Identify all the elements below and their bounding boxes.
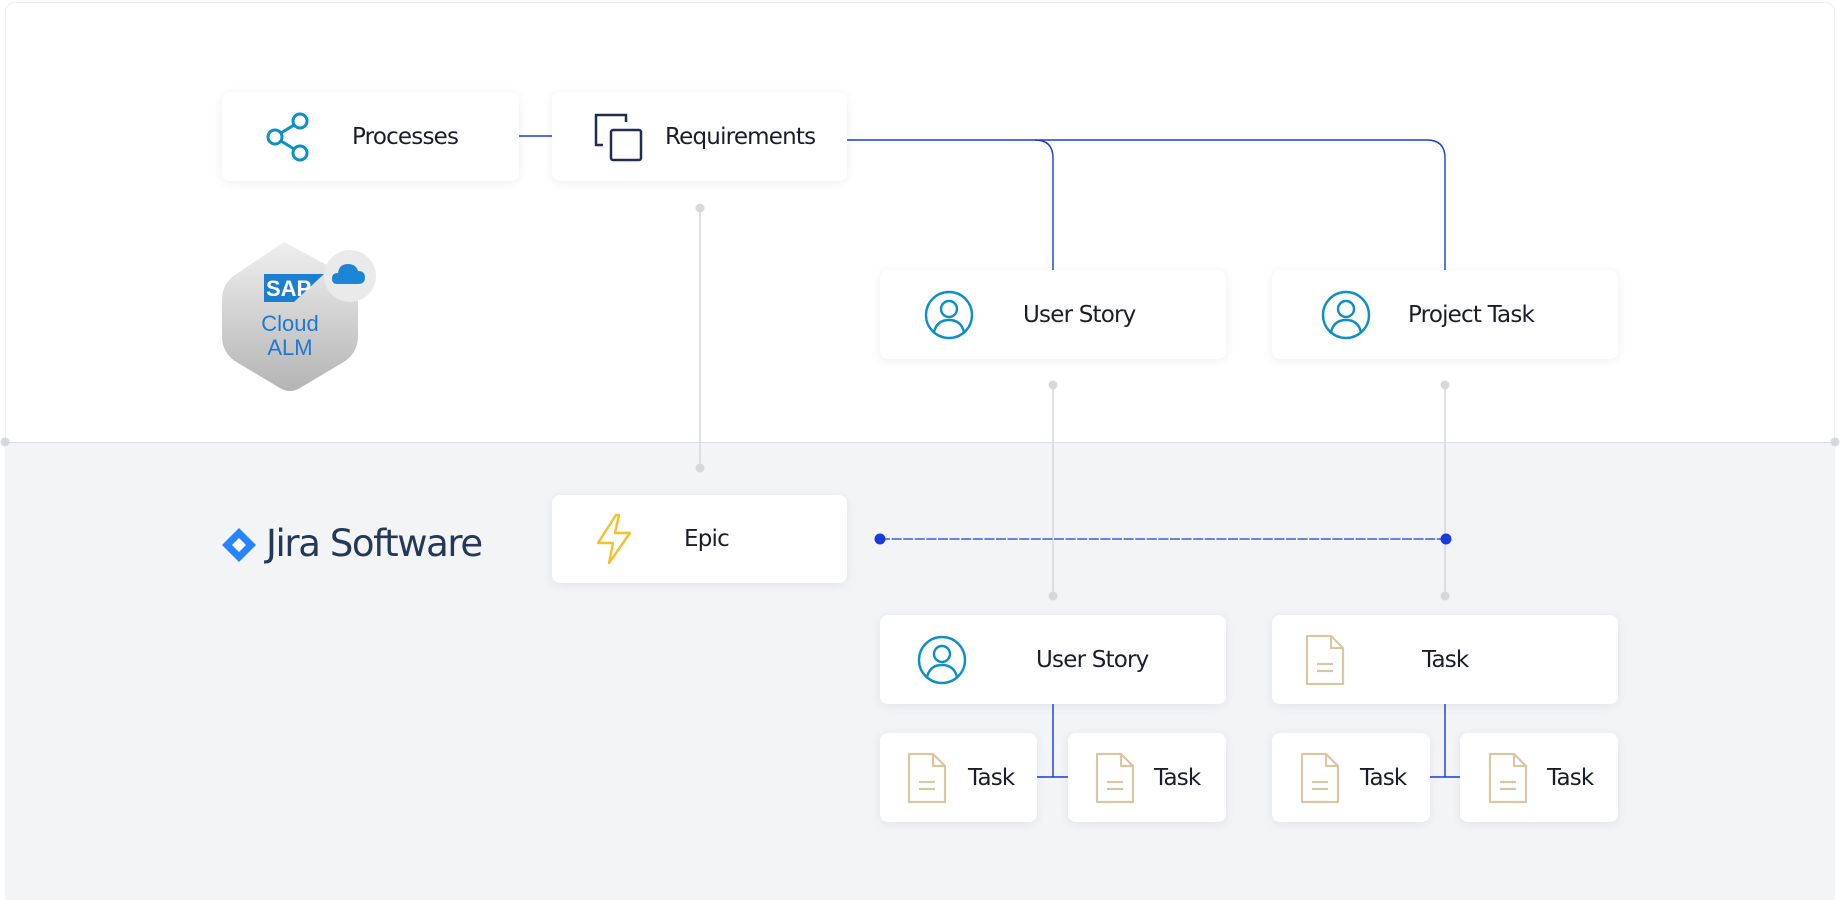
lightning-icon bbox=[596, 513, 632, 565]
divider-handle-right bbox=[1830, 437, 1840, 447]
link-endpoint bbox=[1440, 591, 1450, 601]
processes-label: Processes bbox=[352, 123, 459, 150]
subtask-label: Task bbox=[1360, 764, 1407, 791]
sap-logo-text: SAP bbox=[266, 276, 311, 301]
user-icon bbox=[924, 290, 974, 339]
share-icon bbox=[266, 112, 309, 161]
jira-task-card[interactable]: Task bbox=[1272, 615, 1618, 704]
user-icon bbox=[1321, 290, 1371, 339]
subtask-label: Task bbox=[1154, 764, 1201, 791]
processes-card[interactable]: Processes bbox=[222, 92, 519, 181]
document-icon bbox=[907, 752, 947, 803]
jira-title: Jira Software bbox=[266, 522, 483, 565]
link-endpoint bbox=[1048, 591, 1058, 601]
connector-dot bbox=[874, 533, 886, 545]
epic-card[interactable]: Epic bbox=[552, 495, 847, 583]
jira-user-story-card[interactable]: User Story bbox=[880, 615, 1226, 704]
requirements-user-story-connector bbox=[832, 139, 1054, 277]
document-icon bbox=[1305, 634, 1345, 685]
document-icon bbox=[1300, 752, 1340, 803]
cloud-icon bbox=[332, 264, 365, 284]
sap-badge-graphic: SAP bbox=[222, 242, 376, 391]
subtask-label: Task bbox=[968, 764, 1015, 791]
subtask-card[interactable]: Task bbox=[1068, 733, 1226, 822]
jira-task-label: Task bbox=[1422, 646, 1469, 673]
user-story-subtasks-connector bbox=[1031, 694, 1074, 778]
subtask-card[interactable]: Task bbox=[1460, 733, 1618, 822]
subtask-card[interactable]: Task bbox=[1272, 733, 1430, 822]
subtask-card[interactable]: Task bbox=[880, 733, 1037, 822]
project-task-card[interactable]: Project Task bbox=[1272, 270, 1618, 359]
jira-diamond-icon bbox=[222, 528, 256, 562]
sync-links bbox=[695, 203, 1450, 601]
document-icon bbox=[1488, 752, 1528, 803]
requirements-label: Requirements bbox=[665, 123, 816, 150]
alm-user-story-card[interactable]: User Story bbox=[880, 270, 1226, 359]
epic-label: Epic bbox=[684, 526, 730, 552]
task-subtasks-connector bbox=[1423, 694, 1467, 778]
document-icon bbox=[1095, 752, 1135, 803]
link-endpoint bbox=[695, 203, 705, 213]
copy-squares-icon bbox=[594, 113, 643, 161]
badge-line-cloud: Cloud bbox=[261, 311, 319, 336]
divider-handle-left bbox=[0, 437, 10, 447]
link-endpoint bbox=[695, 463, 705, 473]
sap-cloud-alm-logo: SAP Cloud ALM bbox=[222, 238, 382, 394]
requirements-project-task-connector bbox=[1035, 139, 1446, 277]
subtask-label: Task bbox=[1547, 764, 1594, 791]
link-endpoint bbox=[1048, 380, 1058, 390]
project-task-label: Project Task bbox=[1408, 301, 1535, 328]
requirements-card[interactable]: Requirements bbox=[552, 92, 847, 181]
badge-line-alm: ALM bbox=[267, 335, 313, 360]
link-endpoint bbox=[1440, 380, 1450, 390]
sap-logo-icon bbox=[264, 274, 324, 302]
connector-dot bbox=[1440, 533, 1452, 545]
user-icon bbox=[917, 635, 967, 684]
alm-user-story-label: User Story bbox=[1023, 301, 1136, 328]
jira-user-story-label: User Story bbox=[1036, 646, 1149, 673]
hexagon-badge bbox=[222, 242, 358, 391]
